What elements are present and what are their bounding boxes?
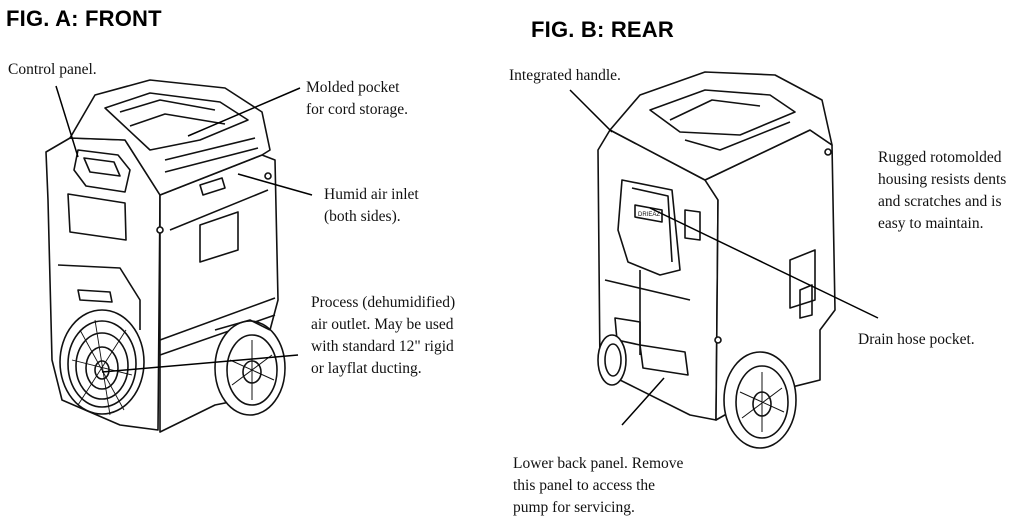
label-control-panel: Control panel. (8, 61, 97, 78)
leader-molded-pocket (187, 87, 301, 137)
fig-a-title: FIG. A: FRONT (6, 6, 162, 31)
label-process-air-outlet: Process (dehumidified) air outlet. May b… (311, 294, 456, 377)
front-unit-illustration (45, 79, 286, 433)
label-rugged-housing: Rugged rotomolded housing resists dents … (878, 149, 1007, 232)
leader-humid-inlet (237, 173, 313, 196)
leader-process-outlet (101, 354, 299, 373)
leader-control-panel (55, 85, 79, 158)
leader-integrated-handle (569, 89, 613, 133)
leader-drain-hose (649, 207, 879, 319)
rear-badge: DRIEAZ (638, 212, 660, 218)
leader-lower-back-panel (621, 377, 665, 426)
label-lower-back-panel: Lower back panel. Remove this panel to a… (513, 455, 684, 516)
rear-unit-illustration: DRIEAZ (597, 71, 836, 449)
label-humid-air-inlet: Humid air inlet (both sides). (324, 186, 419, 225)
label-molded-pocket: Molded pocket for cord storage. (306, 79, 408, 118)
fig-b-title: FIG. B: REAR (531, 17, 674, 42)
label-drain-hose-pocket: Drain hose pocket. (858, 331, 975, 348)
label-integrated-handle: Integrated handle. (509, 67, 621, 84)
leader-lines (55, 85, 879, 426)
